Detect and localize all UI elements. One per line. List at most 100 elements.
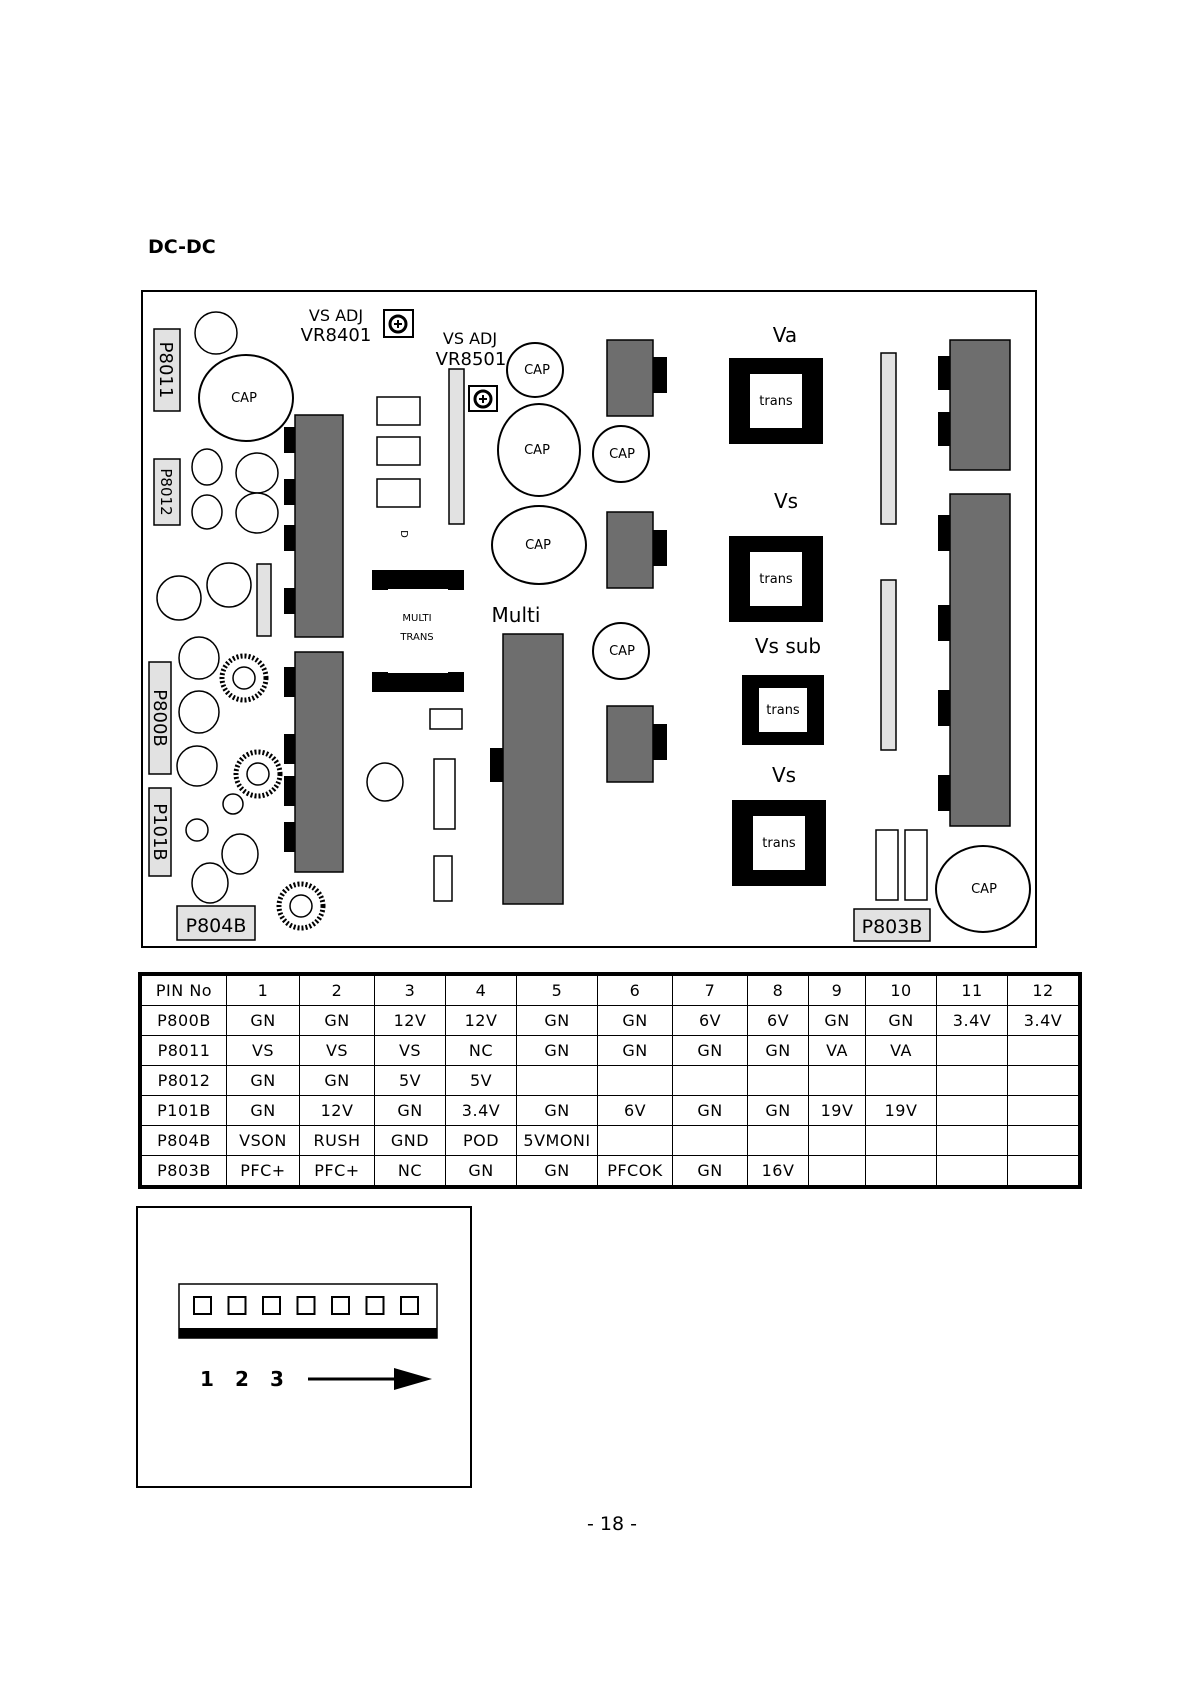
pin-cell: 3.4V bbox=[445, 1095, 517, 1126]
pin-cell: GN bbox=[299, 1005, 375, 1036]
pin-cell: 3 bbox=[374, 973, 446, 1006]
pcb-layout-diagram: P8011 P8012 P800B P101B P804B P803B bbox=[141, 290, 1037, 948]
svg-text:VR8401: VR8401 bbox=[301, 325, 372, 346]
transformer-vs: Vs trans bbox=[729, 489, 823, 622]
connector-p101b: P101B bbox=[148, 787, 172, 877]
pin-cell: PFCOK bbox=[597, 1155, 673, 1188]
pin-cell: 5 bbox=[516, 973, 598, 1006]
heatsink-right-lower bbox=[938, 493, 1011, 827]
pin-cell: 11 bbox=[936, 973, 1008, 1006]
multi-transformer: MULTI TRANS bbox=[372, 570, 464, 692]
pin-cell bbox=[1007, 1125, 1081, 1156]
pin-cell: GND bbox=[374, 1125, 446, 1156]
connector-label-p804b: P804B bbox=[186, 915, 247, 937]
heatsink-block-upper-left bbox=[284, 414, 344, 638]
connector-pin bbox=[262, 1296, 281, 1315]
svg-text:trans: trans bbox=[762, 836, 796, 851]
pin-cell: 16V bbox=[747, 1155, 809, 1188]
svg-text:CAP: CAP bbox=[609, 447, 635, 462]
svg-text:Vs: Vs bbox=[772, 763, 796, 787]
connector-pin bbox=[193, 1296, 212, 1315]
resistor-bar-left bbox=[256, 563, 272, 637]
pin-cell bbox=[672, 1065, 748, 1096]
resistor-bar-right-upper bbox=[880, 352, 897, 525]
pin-cell: 6V bbox=[672, 1005, 748, 1036]
pin-cell: 8 bbox=[747, 973, 809, 1006]
arrow-right-icon bbox=[308, 1368, 432, 1390]
connector-pin-order-diagram: 1 2 3 bbox=[136, 1206, 472, 1488]
connector-p803b: P803B bbox=[853, 908, 931, 942]
pin-cell: GN bbox=[516, 1095, 598, 1126]
connector-pin bbox=[296, 1296, 316, 1315]
pin-number-3: 3 bbox=[270, 1367, 284, 1391]
svg-text:trans: trans bbox=[759, 572, 793, 587]
row-label-cell: P8012 bbox=[139, 1065, 227, 1096]
pin-cell: VA bbox=[808, 1035, 866, 1066]
connector-p800b: P800B bbox=[148, 661, 172, 775]
pin-cell bbox=[1007, 1035, 1081, 1066]
pin-cell: GN bbox=[672, 1095, 748, 1126]
pin-cell bbox=[936, 1035, 1008, 1066]
multi-heatsink: Multi bbox=[490, 603, 564, 905]
connector-p8012: P8012 bbox=[153, 458, 181, 526]
svg-text:TRANS: TRANS bbox=[399, 632, 433, 643]
pin-cell: PFC+ bbox=[299, 1155, 375, 1188]
heatsink-block-lower-left bbox=[284, 651, 344, 873]
pin-cell: 12V bbox=[445, 1005, 517, 1036]
connector-pin bbox=[365, 1296, 385, 1315]
pin-cell: VS bbox=[374, 1035, 446, 1066]
transformer-va: Va trans bbox=[729, 323, 823, 444]
pin-cell: PFC+ bbox=[226, 1155, 300, 1188]
svg-text:Multi: Multi bbox=[492, 603, 541, 627]
pin-cell: GN bbox=[672, 1035, 748, 1066]
pin-cell: VS bbox=[226, 1035, 300, 1066]
pin-cell: GN bbox=[516, 1035, 598, 1066]
svg-text:CAP: CAP bbox=[524, 443, 550, 458]
section-title: DC-DC bbox=[148, 236, 216, 258]
pin-cell bbox=[597, 1125, 673, 1156]
svg-text:VR8501: VR8501 bbox=[436, 349, 507, 370]
connector-label-p800b: P800B bbox=[149, 689, 170, 747]
pin-cell: 2 bbox=[299, 973, 375, 1006]
pin-cell: 19V bbox=[865, 1095, 937, 1126]
connector-drawing: 1 2 3 bbox=[178, 1283, 438, 1391]
pin-cell: 3.4V bbox=[1007, 1005, 1081, 1036]
pcb-drawing: P8011 P8012 P800B P101B P804B P803B bbox=[148, 306, 1031, 942]
pin-cell: GN bbox=[516, 1005, 598, 1036]
svg-text:VS ADJ: VS ADJ bbox=[309, 306, 363, 325]
pin-cell: 5V bbox=[445, 1065, 517, 1096]
pin-cell: NC bbox=[445, 1035, 517, 1066]
pin-cell: VA bbox=[865, 1035, 937, 1066]
connector-label-p8012: P8012 bbox=[157, 468, 175, 515]
pin-cell bbox=[672, 1125, 748, 1156]
connector-p8011: P8011 bbox=[153, 328, 181, 412]
pin-cell: 1 bbox=[226, 973, 300, 1006]
pin-cell: VSON bbox=[226, 1125, 300, 1156]
svg-text:VS ADJ: VS ADJ bbox=[443, 329, 497, 348]
svg-text:Va: Va bbox=[773, 323, 797, 347]
pin-cell: 12V bbox=[374, 1005, 446, 1036]
row-label-cell: PIN No bbox=[139, 973, 227, 1006]
pin-cell: GN bbox=[226, 1005, 300, 1036]
heatsink-right-upper bbox=[938, 339, 1011, 471]
pin-cell: 7 bbox=[672, 973, 748, 1006]
row-label-cell: P803B bbox=[139, 1155, 227, 1188]
connector-p804b: P804B bbox=[176, 905, 256, 941]
pin-cell bbox=[936, 1155, 1008, 1188]
small-capacitor-middle bbox=[366, 762, 404, 802]
resistors-bottom-right bbox=[875, 829, 928, 901]
pin-cell bbox=[808, 1065, 866, 1096]
pin-cell: GN bbox=[672, 1155, 748, 1188]
resistor-bar-middle bbox=[448, 368, 465, 525]
pin-cell bbox=[865, 1065, 937, 1096]
pin-cell: GN bbox=[865, 1005, 937, 1036]
svg-text:CAP: CAP bbox=[971, 882, 997, 897]
vr8501: VS ADJ VR8501 bbox=[436, 329, 507, 412]
pin-number-2: 2 bbox=[235, 1367, 249, 1391]
pin-cell: POD bbox=[445, 1125, 517, 1156]
